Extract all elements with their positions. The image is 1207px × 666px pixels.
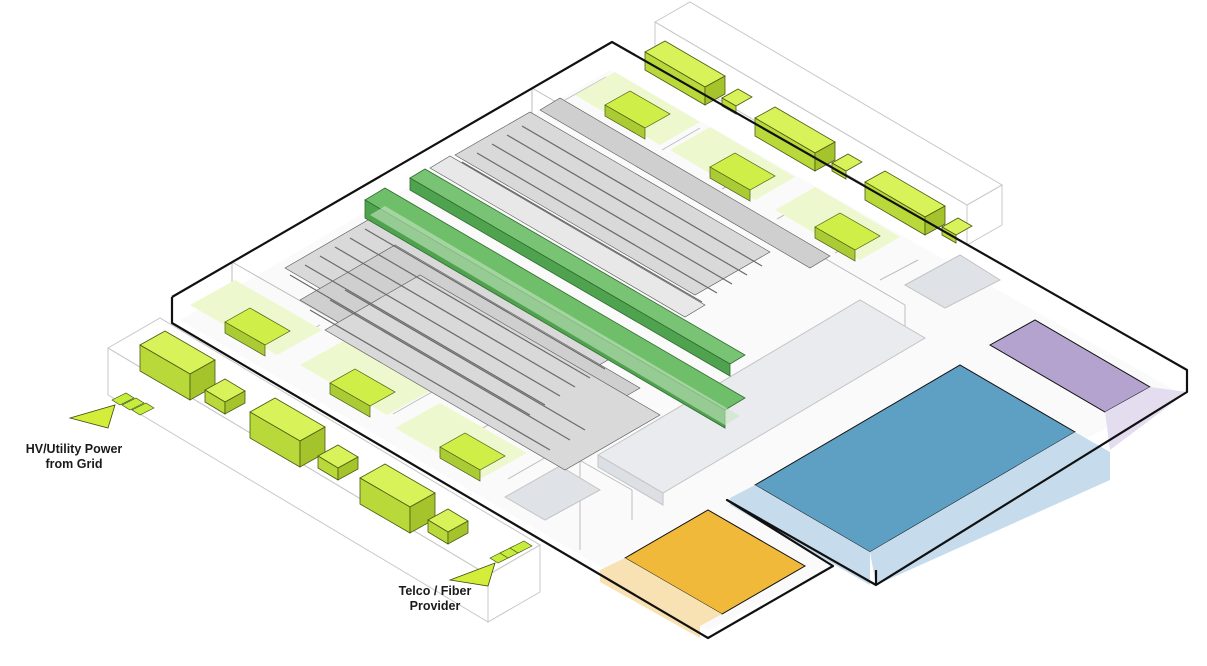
telco-provider-label: Telco / Fiber Provider xyxy=(385,584,485,614)
building-outline xyxy=(170,40,1189,640)
server-rack-stripes xyxy=(289,125,763,451)
support-room-blue xyxy=(730,364,1110,585)
utility-power-label-line1: HV/Utility Power xyxy=(25,442,123,456)
telco-provider-label-line1: Telco / Fiber xyxy=(398,584,472,598)
telco-arrow xyxy=(448,540,533,587)
generators xyxy=(139,40,973,545)
switchgear xyxy=(224,90,881,482)
utility-arrow xyxy=(68,392,155,429)
utility-power-label: HV/Utility Power from Grid xyxy=(14,442,134,472)
telco-provider-label-line2: Provider xyxy=(409,599,461,613)
corridors xyxy=(503,254,1002,521)
cooling-units-pale xyxy=(370,206,740,425)
utility-power-label-line2: from Grid xyxy=(45,457,103,471)
